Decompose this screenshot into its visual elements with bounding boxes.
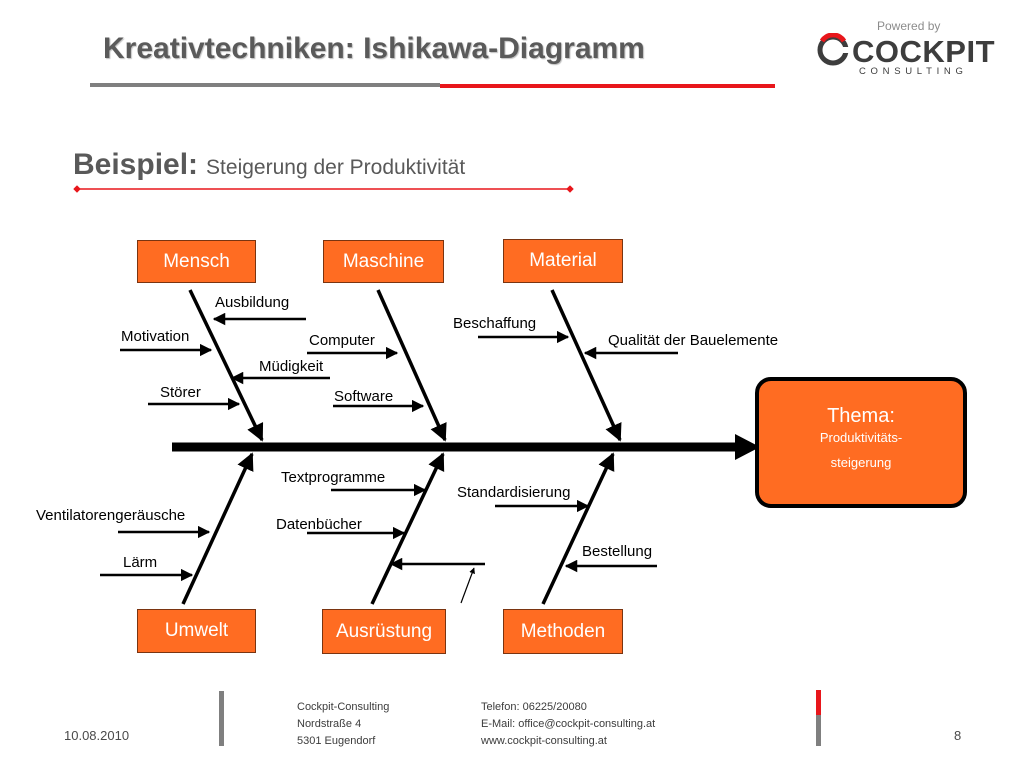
- cause-motivation: Motivation: [121, 328, 190, 345]
- bone-maschine: [376, 289, 447, 442]
- footer-divider-left: [219, 691, 224, 746]
- footer-company-city: 5301 Eugendorf: [297, 735, 376, 747]
- footer-company-name: Cockpit-Consulting: [297, 701, 390, 713]
- page-title: Kreativtechniken: Ishikawa-Diagramm: [103, 32, 645, 65]
- footer-company: Cockpit-Consulting Nordstraße 4 5301 Eug…: [297, 699, 389, 750]
- bone-umwelt: [181, 452, 254, 605]
- footer-phone: Telefon: 06225/20080: [481, 701, 587, 713]
- effect-box: Thema: Produktivitäts- steigerung: [755, 377, 967, 508]
- slide-subtitle: Beispiel: Steigerung der Produktivität: [73, 148, 465, 182]
- footer-contact: Telefon: 06225/20080 E-Mail: office@cock…: [481, 699, 655, 750]
- category-methoden: Methoden: [503, 609, 623, 654]
- cause-qualitaet: Qualität der Bauelemente: [608, 332, 779, 349]
- page-number: 8: [954, 728, 962, 743]
- footer-company-street: Nordstraße 4: [297, 718, 362, 730]
- cockpit-logo: [817, 33, 850, 66]
- footer-website[interactable]: www.cockpit-consulting.at: [481, 735, 607, 747]
- spine-arrowhead: [735, 434, 760, 460]
- cause-stoerer: Störer: [160, 384, 201, 401]
- logo-red-arc: [819, 33, 847, 43]
- category-ausruestung: Ausrüstung: [322, 609, 446, 654]
- bone-material: [550, 289, 622, 442]
- category-material: Material: [503, 239, 623, 283]
- footer-divider-right-red: [816, 690, 821, 715]
- footer-email[interactable]: E-Mail: office@cockpit-consulting.at: [481, 718, 656, 730]
- category-mensch: Mensch: [137, 240, 256, 283]
- cause-bestellung: Bestellung: [582, 543, 653, 560]
- subtitle-text: Steigerung der Produktivität: [206, 156, 466, 179]
- effect-line-1: Produktivitäts-: [819, 430, 903, 445]
- category-umwelt: Umwelt: [137, 609, 256, 653]
- cause-beschaffung: Beschaffung: [453, 315, 537, 332]
- cause-software: Software: [334, 388, 394, 405]
- cause-muedigkeit: Müdigkeit: [259, 358, 324, 375]
- arrow-pointer: [460, 567, 475, 604]
- logo-subline: CONSULTING: [859, 66, 968, 77]
- cause-ventilatorengeraeusche: Ventilatorengeräusche: [36, 507, 186, 524]
- title-underline-red: [440, 84, 775, 88]
- cause-computer: Computer: [309, 332, 375, 349]
- cause-laerm: Lärm: [123, 554, 158, 571]
- footer-date: 10.08.2010: [64, 728, 130, 743]
- subtitle-bold: Beispiel:: [73, 148, 199, 181]
- title-underline-gray: [90, 83, 440, 87]
- cause-datenbuecher: Datenbücher: [276, 516, 362, 533]
- cause-textprogramme: Textprogramme: [281, 469, 386, 486]
- cause-standardisierung: Standardisierung: [457, 484, 571, 501]
- effect-label: Thema:: [827, 405, 895, 427]
- footer-divider-right-gray: [816, 715, 821, 746]
- cause-ausbildung: Ausbildung: [215, 294, 290, 311]
- logo-wordmark: COCKPIT: [852, 34, 995, 69]
- bone-ausruestung: [370, 452, 445, 605]
- powered-by-text: Powered by: [877, 19, 941, 33]
- bone-mensch: [188, 289, 264, 442]
- bone-methoden: [541, 452, 615, 605]
- effect-line-2: steigerung: [830, 455, 892, 470]
- category-maschine: Maschine: [323, 240, 444, 283]
